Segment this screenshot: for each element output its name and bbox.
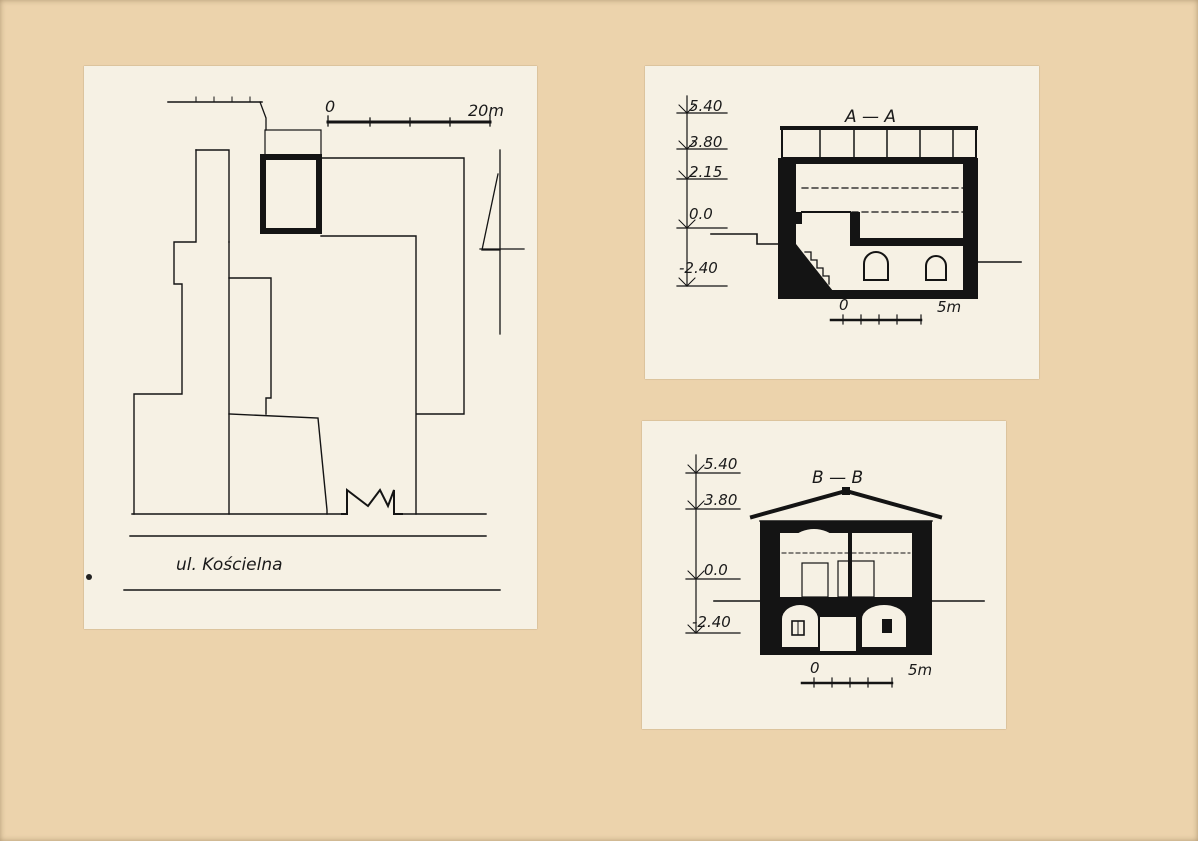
aa-scale-end: 5m — [937, 298, 961, 316]
aa-scale-start: 0 — [839, 296, 849, 314]
bb-scale-bar — [800, 677, 894, 688]
street-label: ul. Kościelna — [176, 555, 283, 575]
section-aa-sheet: 5.40 3.80 2.15 0.0 -2.40 A — A — [645, 66, 1039, 379]
aa-scale-bar — [829, 314, 923, 325]
site-plan-sheet: 0 20m — [84, 66, 537, 629]
plan-top-hatch — [167, 96, 267, 131]
aa-level-5: -2.40 — [679, 259, 718, 277]
section-aa-drawing: 5.40 3.80 2.15 0.0 -2.40 A — A — [676, 95, 1022, 325]
bb-level-2: 3.80 — [704, 491, 737, 509]
plan-annex — [264, 129, 322, 157]
bb-scale-start: 0 — [810, 659, 820, 677]
aa-level-1: 5.40 — [689, 97, 722, 115]
aa-level-4: 0.0 — [689, 205, 713, 223]
aa-building-section — [710, 126, 1022, 299]
site-plan-drawing: 0 20m — [123, 96, 525, 591]
section-bb-drawing: 5.40 3.80 0.0 -2.40 B — B — [685, 454, 985, 688]
bb-level-1: 5.40 — [704, 455, 737, 473]
bb-title: B — B — [812, 468, 863, 488]
plan-scale-bar — [326, 115, 492, 127]
north-arrow — [479, 149, 525, 335]
aa-level-2: 3.80 — [689, 133, 722, 151]
plan-scale-end: 20m — [468, 101, 504, 120]
pin-mark — [86, 574, 92, 580]
bb-scale-end: 5m — [908, 661, 932, 679]
section-bb-sheet: 5.40 3.80 0.0 -2.40 B — B — [642, 421, 1006, 729]
aa-level-marks — [676, 95, 728, 287]
plan-parcel-lines — [131, 149, 487, 515]
aa-level-3: 2.15 — [689, 163, 722, 181]
bb-level-marks — [685, 454, 741, 634]
plan-building-outline — [260, 154, 322, 234]
bb-building-section — [713, 487, 985, 655]
bb-level-4: -2.40 — [692, 613, 731, 631]
bb-level-3: 0.0 — [704, 561, 728, 579]
plan-scale-start: 0 — [325, 97, 335, 116]
aa-title: A — A — [844, 107, 896, 127]
